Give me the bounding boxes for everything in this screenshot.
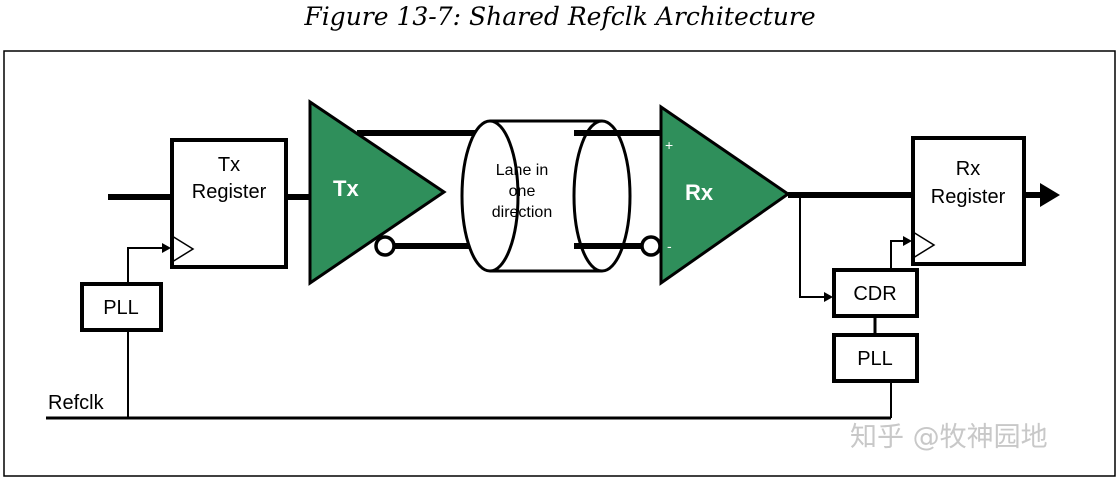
rx-minus-sign: - <box>667 238 672 254</box>
refclk-label: Refclk <box>48 392 105 414</box>
tx-inverting-bubble <box>374 235 396 257</box>
pll-right-label: PLL <box>857 348 893 370</box>
lane-label-line-1: Lane in <box>496 162 549 179</box>
tx-register-clock-input <box>171 235 195 263</box>
pll-to-tx-clock-line <box>127 247 162 284</box>
watermark-text: 知乎 @牧神园地 <box>850 422 1048 453</box>
pll-to-tx-clock-arrowhead <box>162 243 171 253</box>
lane-label-line-2: one <box>509 183 536 200</box>
tx-register <box>170 138 288 269</box>
rx-negative-input-bubble <box>640 235 662 257</box>
cdr-to-rx-clock-line <box>890 240 904 270</box>
rx-register-label-line-2: Register <box>931 186 1006 208</box>
tx-register-label-line-1: Tx <box>218 154 240 176</box>
pll-right-block <box>832 333 919 383</box>
rx-receiver-amplifier <box>659 104 791 286</box>
lane-label-line-3: direction <box>492 204 552 221</box>
diagram-frame <box>3 50 1116 477</box>
tx-driver-label: Tx <box>333 176 359 201</box>
rx-to-cdr-line <box>799 195 824 298</box>
figure-caption: Figure 13-7: Shared Refclk Architecture <box>304 2 816 31</box>
rx-to-cdr-arrowhead <box>824 292 833 302</box>
cdr-label: CDR <box>853 283 896 305</box>
rx-register-label-line-1: Rx <box>956 158 980 180</box>
rx-register-clock-input <box>912 231 936 259</box>
cdr-to-rx-clock-arrowhead <box>903 236 912 246</box>
pll-left-label: PLL <box>103 297 139 319</box>
rx-receiver-label: Rx <box>685 180 714 205</box>
tx-register-label-line-2: Register <box>192 181 267 203</box>
lane-cylinder <box>460 119 632 273</box>
pll-left-block <box>80 282 163 332</box>
tx-driver-amplifier <box>308 99 447 286</box>
cdr-block <box>832 268 919 318</box>
rx-plus-sign: + <box>665 137 673 153</box>
rx-output-arrowhead <box>1040 183 1060 207</box>
